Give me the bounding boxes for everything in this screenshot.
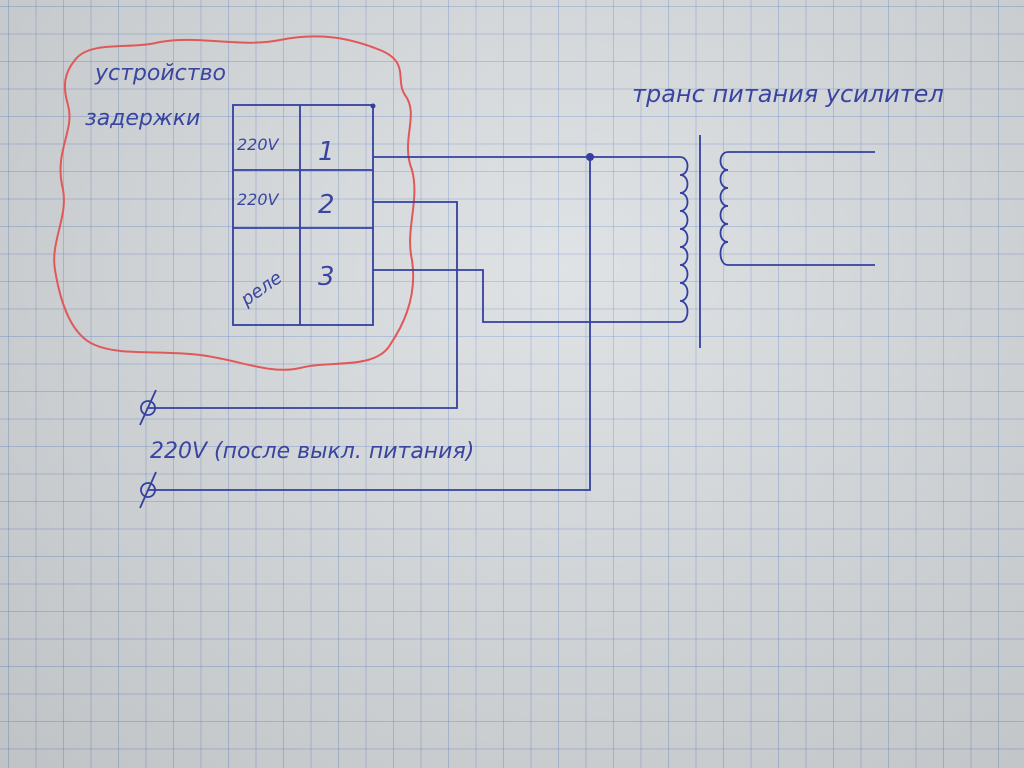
- transformer-label: транс питания усилител: [632, 80, 944, 108]
- secondary-coil: [719, 151, 740, 266]
- delay-device-box: [232, 104, 374, 326]
- device-title-line1: устройство: [94, 61, 226, 86]
- terminal-1: 1: [318, 137, 335, 167]
- supply-label: 220V (после выкл. питания): [150, 439, 474, 464]
- row3-label: реле: [236, 267, 286, 311]
- wires: [148, 135, 875, 491]
- delay-device-outline: [53, 35, 416, 371]
- corner-dot: [370, 103, 376, 109]
- supply-terminals: [139, 389, 157, 509]
- terminal-3: 3: [318, 262, 335, 292]
- terminal-2: 2: [318, 190, 335, 220]
- junction-dot: [586, 153, 594, 161]
- row1-label: 220V: [237, 135, 280, 154]
- row2-label: 220V: [237, 190, 280, 209]
- primary-coil: [679, 156, 689, 323]
- device-title-line2: задержки: [85, 106, 200, 131]
